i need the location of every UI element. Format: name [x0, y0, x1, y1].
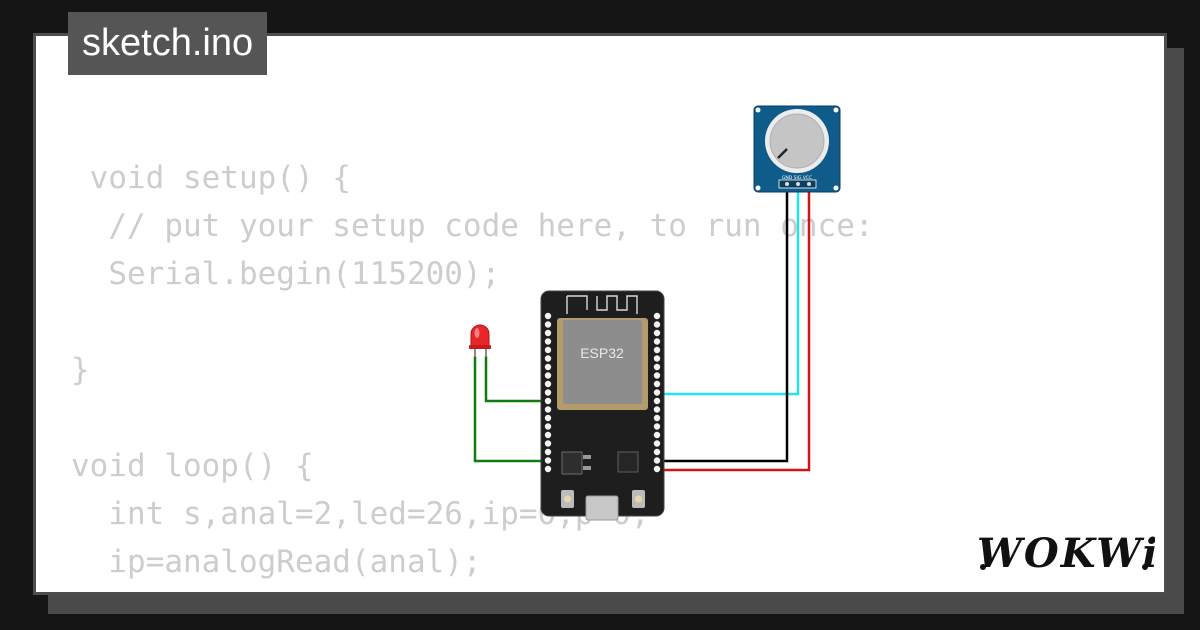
- header-pin[interactable]: [544, 448, 552, 456]
- usb-port: [585, 495, 619, 521]
- code-line: Serial.begin(115200);: [71, 256, 501, 292]
- header-pin[interactable]: [653, 338, 661, 345]
- chip-label: ESP32: [580, 345, 624, 361]
- header-pin[interactable]: [653, 321, 661, 328]
- wire-led-cathode: [473, 356, 548, 463]
- wokwi-logo: WOKWi: [977, 530, 1155, 577]
- code-line: void loop() {: [71, 448, 314, 484]
- potentiometer[interactable]: GND SIG VCC: [753, 105, 841, 193]
- wire-led-anode: [484, 356, 548, 403]
- header-pin[interactable]: [544, 346, 552, 354]
- header-pin[interactable]: [544, 423, 552, 430]
- header-pin[interactable]: [544, 380, 552, 388]
- header-pin[interactable]: [653, 448, 661, 456]
- header-pin[interactable]: [653, 465, 661, 473]
- esp32-board[interactable]: ESP32: [540, 290, 665, 521]
- header-pin[interactable]: [544, 389, 552, 396]
- header-pin[interactable]: [544, 406, 552, 413]
- header-pin[interactable]: [653, 423, 661, 430]
- logo-text: WOKWi: [977, 530, 1155, 577]
- code-line: void setup() {: [71, 160, 351, 196]
- wire-pot-gnd: [658, 183, 789, 463]
- wire-pot-signal: [658, 183, 800, 396]
- usb-chip: [617, 451, 639, 473]
- code-line: ip=analogRead(anal);: [71, 544, 482, 580]
- header-pin[interactable]: [544, 355, 552, 362]
- header-pin[interactable]: [653, 406, 661, 413]
- esp32-chip: [563, 320, 642, 404]
- wire-pot-vcc: [658, 183, 811, 472]
- header-pin[interactable]: [653, 355, 661, 362]
- header-pin[interactable]: [544, 414, 552, 422]
- right-pin-header: [653, 312, 661, 473]
- header-pin[interactable]: [653, 389, 661, 396]
- header-pin[interactable]: [544, 321, 552, 328]
- header-pin[interactable]: [544, 397, 552, 405]
- header-pin[interactable]: [653, 431, 661, 439]
- header-pin[interactable]: [653, 363, 661, 371]
- code-line: // put your setup code here, to run once…: [71, 208, 874, 244]
- left-pin-header: [544, 312, 552, 473]
- pot-pin-labels: GND SIG VCC: [782, 175, 812, 181]
- code-editor[interactable]: void setup() { // put your setup code he…: [71, 154, 874, 592]
- header-pin[interactable]: [653, 312, 661, 320]
- header-pin[interactable]: [653, 380, 661, 388]
- header-pin[interactable]: [544, 363, 552, 371]
- header-pin[interactable]: [653, 397, 661, 405]
- header-pin[interactable]: [653, 414, 661, 422]
- header-pin[interactable]: [544, 465, 552, 473]
- header-pin[interactable]: [544, 338, 552, 345]
- header-pin[interactable]: [653, 329, 661, 337]
- header-pin[interactable]: [544, 372, 552, 379]
- header-pin[interactable]: [544, 457, 552, 464]
- voltage-regulator: [561, 451, 583, 475]
- header-pin[interactable]: [653, 372, 661, 379]
- led[interactable]: [469, 324, 491, 357]
- header-pin[interactable]: [653, 440, 661, 447]
- header-pin[interactable]: [653, 457, 661, 464]
- file-tab[interactable]: sketch.ino: [68, 12, 268, 75]
- header-pin[interactable]: [544, 312, 552, 320]
- header-pin[interactable]: [544, 329, 552, 337]
- pot-knob[interactable]: [769, 113, 825, 169]
- header-pin[interactable]: [544, 431, 552, 439]
- code-line: }: [71, 352, 90, 388]
- header-pin[interactable]: [544, 440, 552, 447]
- wires: [473, 183, 811, 472]
- header-pin[interactable]: [653, 346, 661, 354]
